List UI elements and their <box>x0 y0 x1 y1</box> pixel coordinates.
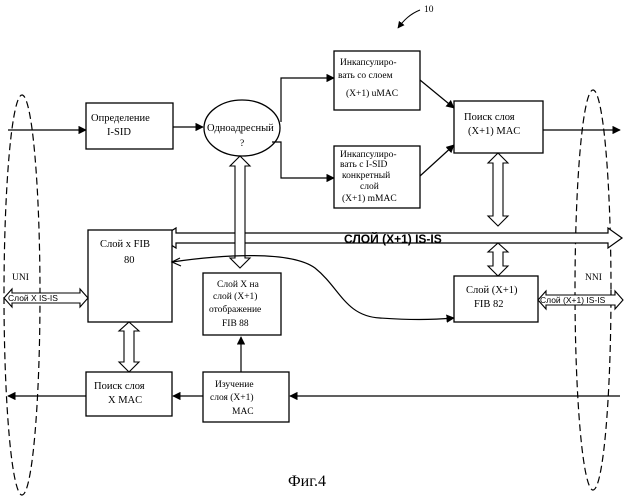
lookup-x1-mac-line1: Поиск слоя <box>464 112 515 123</box>
mmac-to-lookup-arrow <box>420 145 454 176</box>
learn-mac-line2: слоя (X+1) <box>210 392 254 403</box>
fib82-line1: Слой (X+1) <box>466 285 518 296</box>
x1-isis-bus-label: СЛОЙ (X+1) IS-IS <box>344 231 442 246</box>
uni-label: UNI <box>12 273 29 283</box>
figure-ref-label: 10 <box>424 5 434 15</box>
encap-umac-line3: (X+1) uMAC <box>346 88 398 99</box>
encap-mmac-line4: слой <box>360 181 379 192</box>
encap-mmac-line2: вать с I-SID <box>340 160 388 170</box>
fib80-curve-start-arrow <box>172 258 181 266</box>
lookup-x1-bus-double-arrow <box>488 153 508 226</box>
map88-line2: слой (X+1) <box>213 291 257 302</box>
nni-boundary-ellipse <box>575 90 611 490</box>
lookup-x-mac-line2: X MAC <box>108 395 142 406</box>
determine-isid-line1: Определение <box>91 113 150 124</box>
encap-umac-line2: вать со слоем <box>338 71 393 81</box>
map88-line3: отображение <box>209 304 261 315</box>
determine-isid-line2: I-SID <box>107 127 131 138</box>
encap-mmac-line3: конкретный <box>342 170 390 181</box>
encap-mmac-line5: (X+1) mMAC <box>342 193 397 204</box>
determine-isid-box <box>86 103 173 149</box>
lookup-x-mac-line1: Поиск слоя <box>94 381 145 392</box>
unicast-line2: ? <box>240 139 244 149</box>
encap-mmac-line1: Инкапсулиро- <box>340 150 397 160</box>
fib80-lookupx-double-arrow <box>119 322 139 372</box>
bus-fib82-double-arrow <box>488 243 508 276</box>
map88-line1: Слой X на <box>217 279 260 290</box>
fib82-line2: FIB 82 <box>474 299 503 310</box>
lookup-x-mac-box <box>86 372 172 416</box>
umac-to-lookup-arrow <box>420 80 454 108</box>
unicast-line1: Одноадресный <box>207 123 274 134</box>
encap-umac-line1: Инкапсулиро- <box>340 58 397 68</box>
fib80-line1: Слой x FIB <box>100 239 150 250</box>
lookup-x1-mac-line2: (X+1) MAC <box>468 126 520 137</box>
learn-mac-line1: Изучение <box>215 380 254 390</box>
fib80-line2: 80 <box>124 255 135 266</box>
right-port-label: Слой (X+1) IS-IS <box>540 295 606 305</box>
left-port-label: Слой X IS-IS <box>8 293 58 303</box>
map88-line4: FIB 88 <box>222 319 249 329</box>
unicast-to-umac-arrow <box>281 78 334 122</box>
learn-mac-line3: MAC <box>232 407 254 417</box>
unicast-map88-double-arrow <box>230 156 250 268</box>
nni-label: NNI <box>585 273 602 283</box>
unicast-to-mmac-arrow <box>272 142 334 178</box>
figure-ref-leader <box>398 10 420 28</box>
figure-caption: Фиг.4 <box>288 473 326 490</box>
